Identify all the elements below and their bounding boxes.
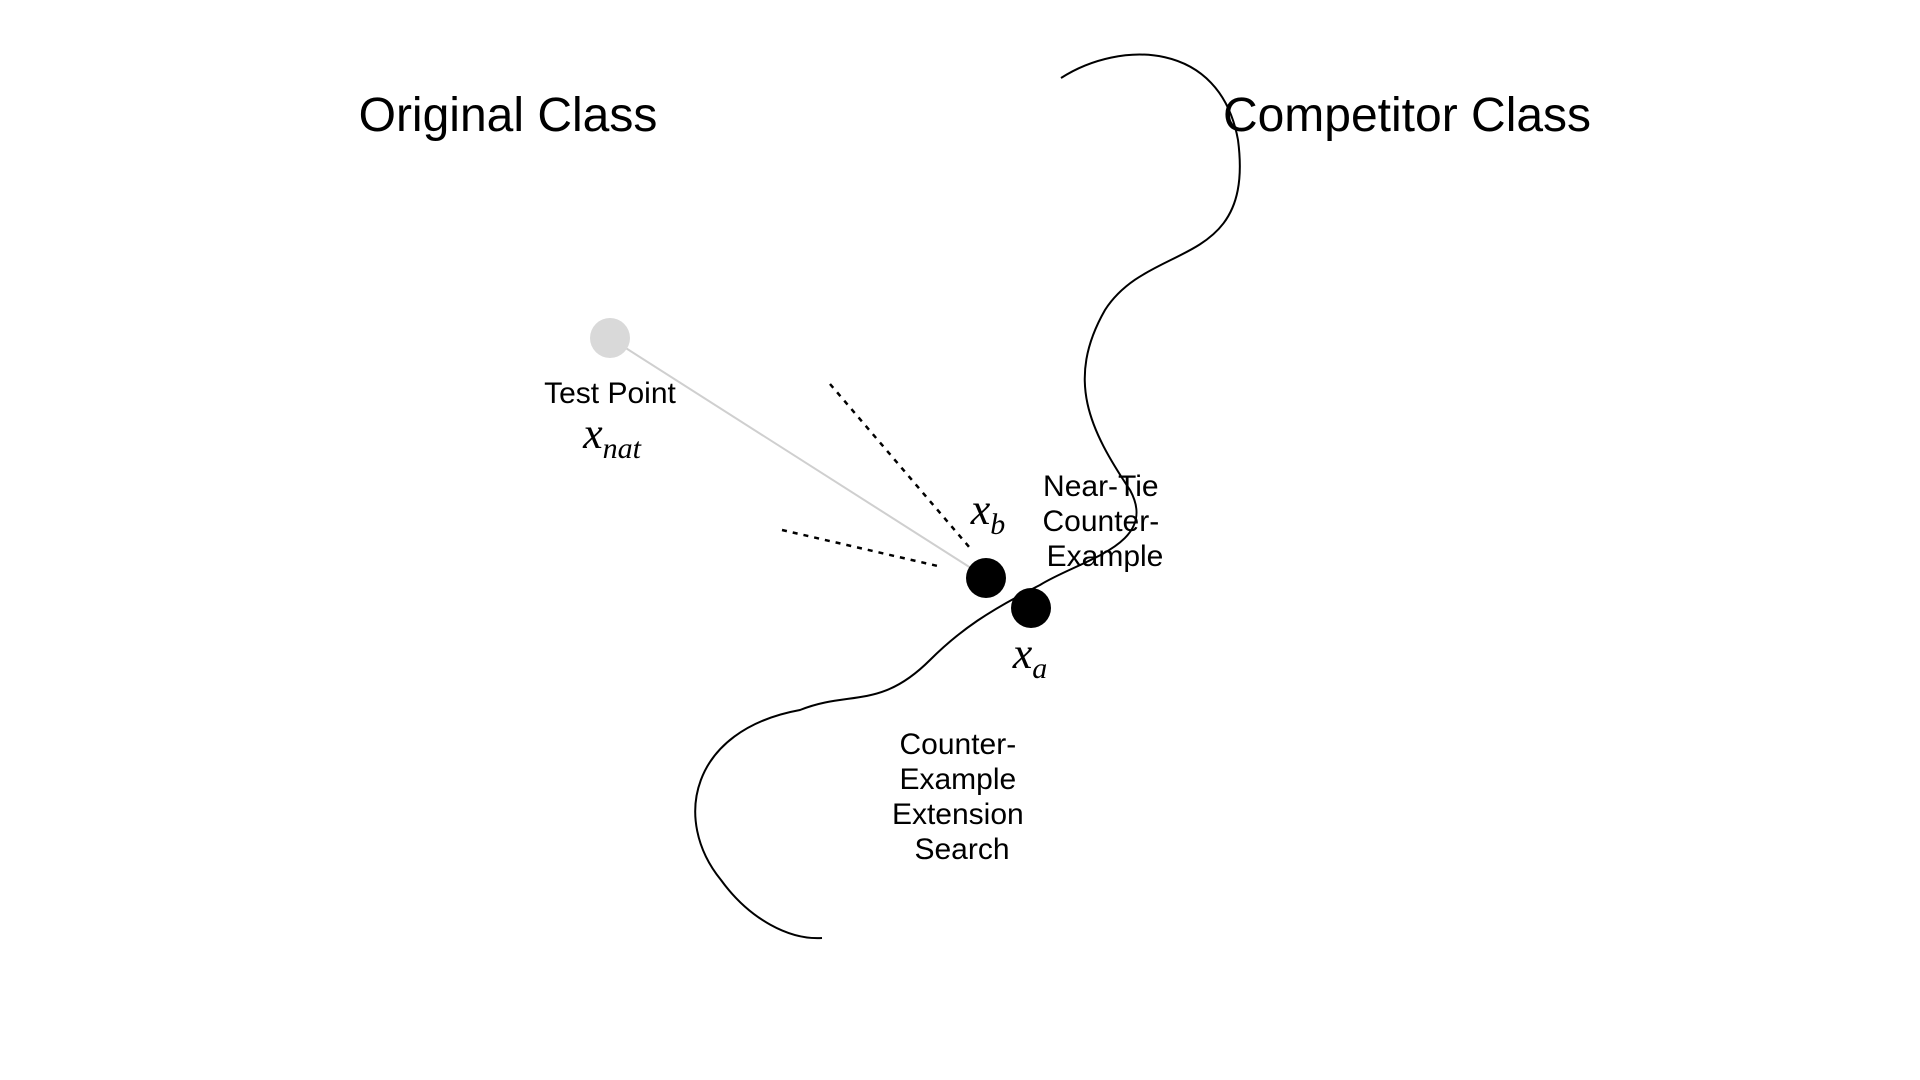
- test-point-caption: Test Point: [544, 377, 676, 410]
- competitor-class-label: Competitor Class: [1223, 89, 1591, 142]
- near-tie-caption-line: Example: [1047, 540, 1164, 573]
- near-tie-caption: Near-Tie Counter- Example: [1042, 470, 1167, 573]
- near-tie-symbol-base: x: [970, 485, 991, 534]
- decision-boundary-curve: [694, 53, 1241, 940]
- counter-example-point-symbol: xa: [1012, 629, 1048, 685]
- test-point-symbol-base: x: [582, 409, 603, 458]
- extension-search-caption: Counter- Example Extension Search: [892, 728, 1032, 866]
- near-tie-point-marker: [966, 558, 1006, 598]
- original-class-label: Original Class: [359, 89, 658, 142]
- near-tie-symbol-sub: b: [990, 508, 1005, 541]
- near-tie-caption-line: Near-Tie: [1043, 470, 1159, 503]
- counter-example-point-marker: [1011, 588, 1051, 628]
- counter-example-symbol-base: x: [1012, 629, 1033, 678]
- near-tie-caption-line: Counter-: [1042, 505, 1159, 538]
- test-point-symbol-sub: nat: [603, 432, 642, 465]
- counter-example-symbol-sub: a: [1032, 652, 1047, 685]
- extension-search-caption-line: Example: [899, 763, 1016, 796]
- extension-search-caption-line: Counter-: [899, 728, 1016, 761]
- search-cone-lower-dashed-line: [781, 528, 943, 569]
- extension-search-caption-line: Extension: [892, 798, 1024, 831]
- near-tie-point-symbol: xb: [970, 485, 1006, 541]
- extension-search-caption-line: Search: [914, 833, 1009, 866]
- test-point-symbol: xnat: [582, 409, 642, 465]
- test-point-path-line: [609, 337, 986, 578]
- test-point-marker: [590, 318, 630, 358]
- search-cone-upper-dashed-line: [829, 383, 971, 549]
